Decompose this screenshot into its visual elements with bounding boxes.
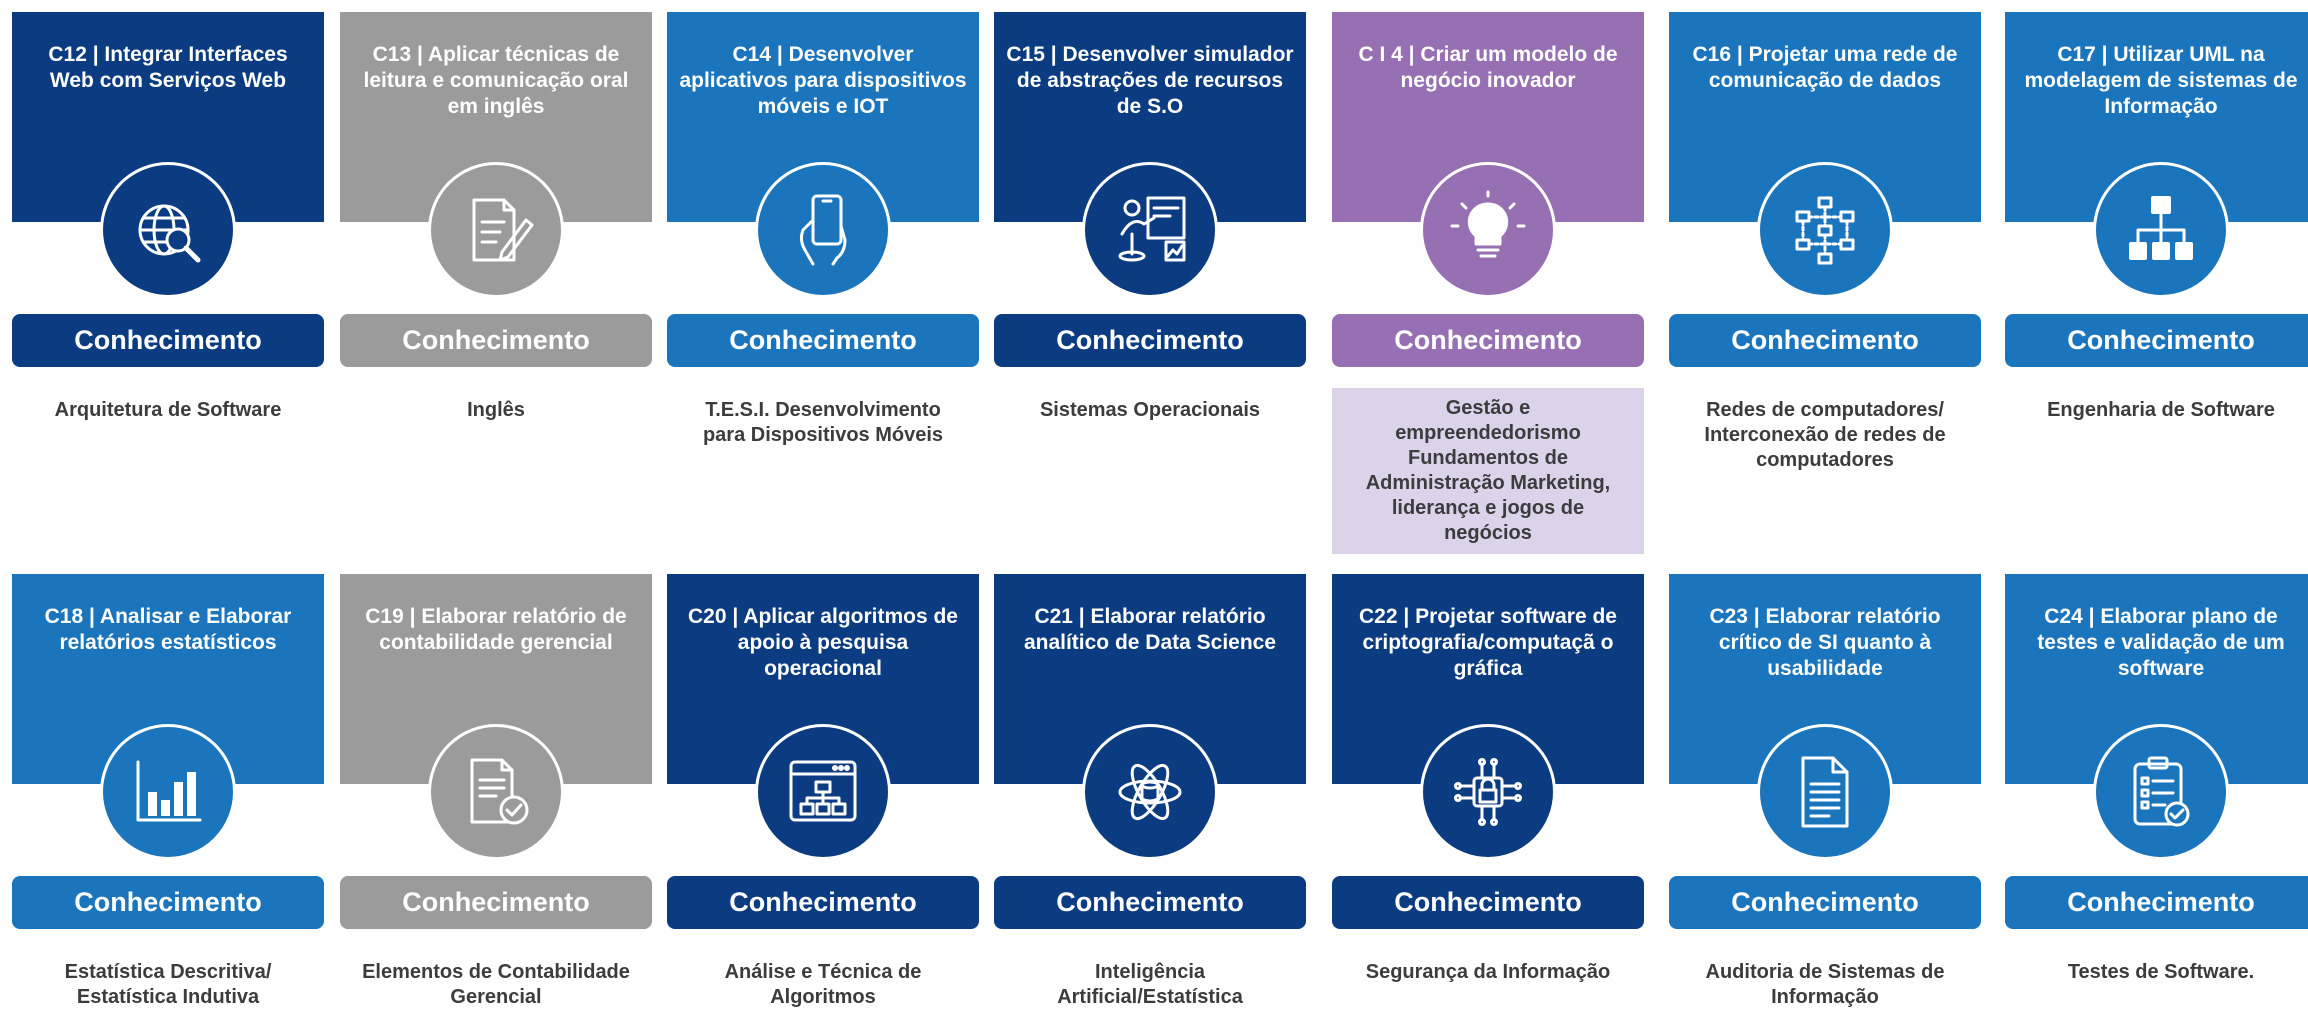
- subject-label: Arquitetura de Software: [54, 399, 282, 421]
- clipboard-check-icon: [2093, 724, 2229, 860]
- knowledge-badge: Conhecimento: [2005, 876, 2308, 929]
- hierarchy-icon: [2093, 162, 2229, 298]
- competency-card: C21 | Elaborar relatório analítico de Da…: [994, 574, 1306, 1008]
- knowledge-badge: Conhecimento: [667, 876, 979, 929]
- subject-label: Inglês: [467, 399, 525, 421]
- competency-grid: C12 | Integrar Interfaces Web com Serviç…: [12, 12, 2308, 1008]
- globe-search-icon: [100, 162, 236, 298]
- knowledge-badge: Conhecimento: [1332, 314, 1644, 367]
- competency-card: C19 | Elaborar relatório de contabilidad…: [340, 574, 652, 1008]
- knowledge-badge: Conhecimento: [1669, 314, 1981, 367]
- subject-label: Auditoria de Sistemas de Informação: [1705, 961, 1945, 1008]
- subject-label: Gestão e empreendedorismo Fundamentos de…: [1332, 388, 1644, 554]
- subject-label: T.E.S.I. Desenvolvimento para Dispositiv…: [702, 399, 944, 446]
- lightbulb-icon: [1420, 162, 1556, 298]
- knowledge-badge: Conhecimento: [12, 314, 324, 367]
- document-pencil-icon: [428, 162, 564, 298]
- competency-card: C14 | Desenvolver aplicativos para dispo…: [667, 12, 979, 446]
- knowledge-badge: Conhecimento: [2005, 314, 2308, 367]
- knowledge-badge: Conhecimento: [1332, 876, 1644, 929]
- competency-card: C23 | Elaborar relatório crítico de SI q…: [1669, 574, 1981, 1008]
- competency-title: C18 | Analisar e Elaborar relatórios est…: [12, 574, 324, 784]
- browser-flowchart-icon: [755, 724, 891, 860]
- bar-chart-icon: [100, 724, 236, 860]
- competency-card: C17 | Utilizar UML na modelagem de siste…: [2005, 12, 2308, 421]
- hand-phone-icon: [755, 162, 891, 298]
- subject-label: Testes de Software.: [2067, 961, 2255, 983]
- presenter-board-icon: [1082, 162, 1218, 298]
- subject-label: Elementos de Contabilidade Gerencial: [362, 961, 630, 1008]
- competency-title: C22 | Projetar software de criptografia/…: [1332, 574, 1644, 784]
- subject-label: Sistemas Operacionais: [1039, 399, 1261, 421]
- competency-card: C22 | Projetar software de criptografia/…: [1332, 574, 1644, 983]
- atom-database-icon: [1082, 724, 1218, 860]
- document-check-icon: [428, 724, 564, 860]
- subject-label: Segurança da Informação: [1365, 961, 1611, 983]
- subject-label: Inteligência Artificial/Estatística: [1057, 961, 1243, 1008]
- network-icon: [1757, 162, 1893, 298]
- knowledge-badge: Conhecimento: [340, 314, 652, 367]
- subject-label: Redes de computadores/ Interconexão de r…: [1704, 399, 1946, 471]
- knowledge-badge: Conhecimento: [994, 876, 1306, 929]
- competency-card: C I 4 | Criar um modelo de negócio inova…: [1332, 12, 1644, 554]
- competency-card: C20 | Aplicar algoritmos de apoio à pesq…: [667, 574, 979, 1008]
- subject-label: Análise e Técnica de Algoritmos: [724, 961, 922, 1008]
- knowledge-badge: Conhecimento: [12, 876, 324, 929]
- competency-card: C18 | Analisar e Elaborar relatórios est…: [12, 574, 324, 1008]
- competency-card: C13 | Aplicar técnicas de leitura e comu…: [340, 12, 652, 421]
- subject-label: Estatística Descritiva/ Estatística Indu…: [64, 961, 272, 1008]
- knowledge-badge: Conhecimento: [994, 314, 1306, 367]
- knowledge-badge: Conhecimento: [667, 314, 979, 367]
- competency-card: C24 | Elaborar plano de testes e validaç…: [2005, 574, 2308, 983]
- competency-title: C17 | Utilizar UML na modelagem de siste…: [2005, 12, 2308, 222]
- competency-card: C12 | Integrar Interfaces Web com Serviç…: [12, 12, 324, 421]
- competency-card: C15 | Desenvolver simulador de abstraçõe…: [994, 12, 1306, 421]
- knowledge-badge: Conhecimento: [340, 876, 652, 929]
- document-icon: [1757, 724, 1893, 860]
- knowledge-badge: Conhecimento: [1669, 876, 1981, 929]
- circuit-lock-icon: [1420, 724, 1556, 860]
- competency-card: C16 | Projetar uma rede de comunicação d…: [1669, 12, 1981, 471]
- subject-label: Engenharia de Software: [2047, 399, 2275, 421]
- competency-title: C14 | Desenvolver aplicativos para dispo…: [667, 12, 979, 222]
